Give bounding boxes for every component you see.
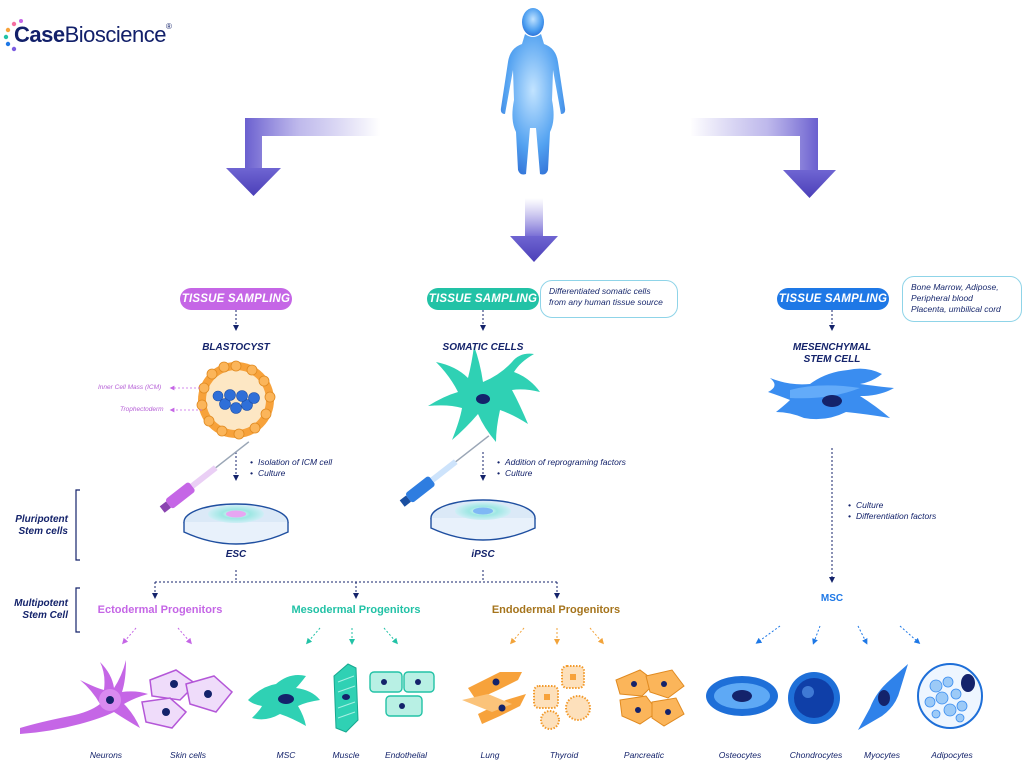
osteocytes-icon [706, 676, 778, 716]
tissue-sampling-left-pill: TISSUE SAMPLING [180, 288, 292, 310]
blastocyst-icon [169, 360, 276, 440]
side-label-line: Stem cells [18, 526, 68, 537]
cell-label-neurons: Neurons [89, 750, 123, 760]
side-label-line: Stem Cell [22, 610, 68, 621]
cell-label-thyroid: Thyroid [549, 750, 579, 760]
endodermal-progenitors-label: Endodermal Progenitors [491, 604, 621, 616]
msc-label: MSC [820, 593, 844, 604]
icm-label: Inner Cell Mass (ICM) [98, 384, 162, 391]
brand-registered-mark: ® [165, 22, 172, 31]
adipocytes-icon [917, 663, 983, 729]
mesenchymal-cell-icon [768, 368, 894, 420]
muscle-cell-icon [333, 663, 359, 733]
brand-name-light: Bioscience [64, 22, 167, 47]
side-label-line: Multipotent [14, 598, 68, 609]
logo-dots-icon [3, 19, 23, 52]
side-brackets [75, 489, 80, 633]
cell-label-adipocytes: Adipocytes [931, 750, 973, 760]
arrow-right-icon [690, 118, 836, 198]
cell-label-muscle: Muscle [332, 750, 360, 760]
cell-label-endothelial: Endothelial [384, 750, 428, 760]
esc-label: ESC [225, 549, 247, 560]
arrow-down-icon [510, 198, 558, 262]
cell-label-lung: Lung [480, 750, 500, 760]
step-item: Differentiation factors [848, 511, 936, 522]
ipsc-label: iPSC [471, 549, 495, 560]
tissue-sampling-right-pill: TISSUE SAMPLING [777, 288, 889, 310]
mesenchymal-title: MESENCHYMAL STEM CELL [772, 342, 892, 366]
left-steps: Isolation of ICM cell Culture [250, 457, 332, 479]
cell-label-skin-cells: Skin cells [170, 750, 206, 760]
cell-label-msc: MSC [276, 750, 296, 760]
step-item: Culture [848, 500, 936, 511]
mesodermal-progenitors-label: Mesodermal Progenitors [291, 604, 421, 616]
multipotent-label: Multipotent Stem Cell [2, 598, 68, 622]
cell-label-pancreatic: Pancreatic [623, 750, 665, 760]
right-steps: Culture Differentiation factors [848, 500, 936, 522]
title-line: STEM CELL [803, 354, 861, 365]
brand-logo: CaseBioscience® [14, 22, 172, 48]
chondrocytes-icon [788, 672, 840, 724]
cell-label-myocytes: Myocytes [864, 750, 900, 760]
step-item: Isolation of ICM cell [250, 457, 332, 468]
title-line: MESENCHYMAL [792, 342, 872, 353]
msc-cell-icon [248, 675, 320, 726]
cell-label-chondrocytes: Chondrocytes [789, 750, 843, 760]
note-line: Bone Marrow, Adipose, [911, 282, 999, 292]
somatic-cell-icon [428, 346, 540, 442]
cell-label-osteocytes: Osteocytes [718, 750, 762, 760]
neuron-icon [20, 660, 148, 734]
side-label-line: Pluripotent [15, 514, 68, 525]
petri-dish-esc-icon [159, 441, 289, 545]
petri-dish-ipsc-icon [399, 435, 536, 541]
note-line: Peripheral blood [911, 293, 973, 303]
lung-cells-icon [462, 672, 526, 724]
middle-steps: Addition of reprograming factors Culture [497, 457, 626, 479]
step-item: Culture [250, 468, 332, 479]
step-item: Addition of reprograming factors [497, 457, 626, 468]
pluripotent-label: Pluripotent Stem cells [2, 514, 68, 538]
somatic-cells-title: SOMATIC CELLS [442, 342, 524, 353]
pancreatic-cells-icon [615, 669, 685, 727]
note-line: from any human tissue source [549, 297, 663, 307]
brand-name-bold: Case [14, 22, 65, 47]
trophectoderm-label: Trophectoderm [120, 406, 164, 413]
myocytes-icon [858, 664, 908, 730]
endothelial-cells-icon [369, 671, 435, 717]
human-body-icon [500, 8, 566, 175]
msc-source-note: Bone Marrow, Adipose, Peripheral blood P… [902, 276, 1022, 322]
tissue-sampling-middle-pill: TISSUE SAMPLING [427, 288, 539, 310]
step-item: Culture [497, 468, 626, 479]
arrow-left-icon [226, 118, 380, 196]
note-line: Differentiated somatic cells [549, 286, 651, 296]
thyroid-cells-icon [533, 665, 591, 730]
blastocyst-title: BLASTOCYST [202, 342, 270, 353]
ectodermal-progenitors-label: Ectodermal Progenitors [97, 604, 223, 616]
note-line: Placenta, umbilical cord [911, 304, 1001, 314]
somatic-source-note: Differentiated somatic cells from any hu… [540, 280, 678, 318]
skin-cells-icon [141, 669, 234, 729]
